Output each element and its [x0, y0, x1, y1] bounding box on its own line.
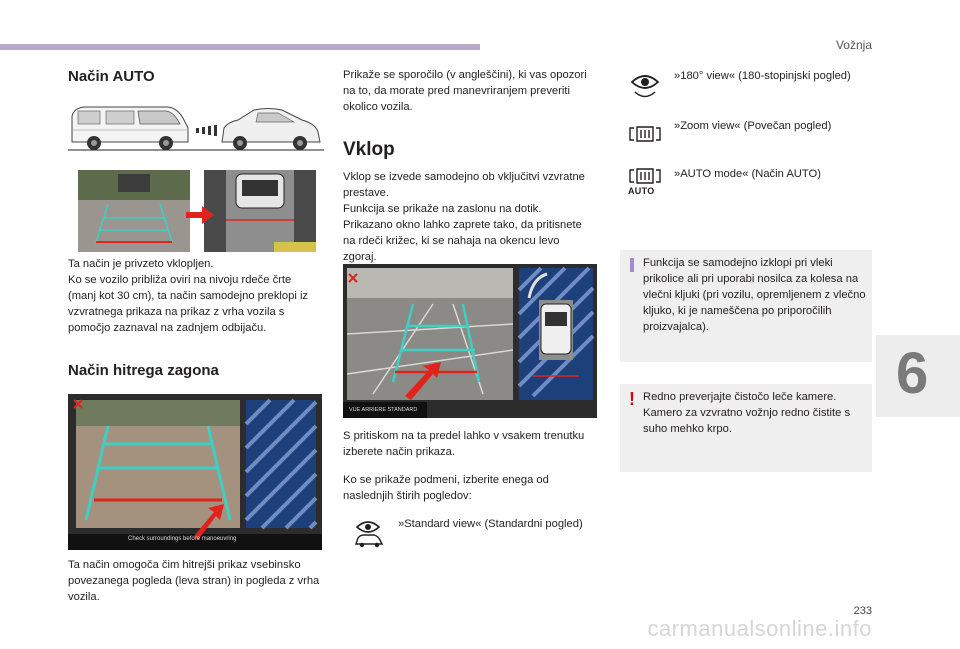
view-label-zoom: »Zoom view« (Povečan pogled)	[674, 120, 832, 132]
info-icon	[630, 258, 634, 272]
auto-mode-paragraph: Ko se vozilo približa oviri na nivoju rd…	[68, 274, 309, 334]
view-option-zoom: »Zoom view« (Povečan pogled)	[628, 118, 868, 154]
auto-mode-paragraph: Ta način je privzeto vklopljen.	[68, 258, 214, 270]
vehicle-approach-illustration	[68, 106, 324, 151]
auto-mode-text: Ta način je privzeto vklopljen. Ko se vo…	[68, 256, 320, 336]
chapter-number: 6	[896, 341, 929, 406]
header-accent-bar	[0, 44, 480, 50]
press-area-text: S pritiskom na ta predel lahko v vsakem …	[343, 430, 585, 458]
view-label-180: »180° view« (180-stopinjski pogled)	[674, 70, 851, 82]
quick-start-caption: Check surroundings before manoeuvring	[128, 536, 237, 542]
eye-car-icon	[630, 75, 660, 98]
view-option-180: »180° view« (180-stopinjski pogled)	[628, 68, 868, 104]
standard-view-option: »Standard view« (Standardni pogled)	[352, 516, 592, 552]
red-arrow-icon	[186, 206, 214, 224]
quick-start-heading: Način hitrega zagona	[68, 362, 219, 379]
quick-start-text: Ta način omogoča čim hitrejši prikaz vse…	[68, 559, 320, 603]
vklop-paragraph: Funkcija se prikaže na zaslonu na dotik.	[343, 203, 542, 215]
warning-icon: !	[629, 389, 635, 409]
chapter-title: Vožnja	[835, 38, 872, 52]
info-note: Funkcija se samodejno izklopi pri vleki …	[620, 250, 872, 362]
watermark: carmanualsonline.info	[647, 616, 872, 641]
eye-car-icon	[355, 521, 384, 548]
vklop-paragraph: Prikazano okno lahko zaprete tako, da pr…	[343, 219, 582, 263]
info-note-text: Funkcija se samodejno izklopi pri vleki …	[643, 257, 866, 333]
top-view-image	[204, 170, 316, 252]
warning-note: ! Redno preverjajte čistočo leče kamere.…	[620, 384, 872, 472]
intro-text: Prikaže se sporočilo (v angleščini), ki …	[343, 69, 587, 113]
vklop-text: Vklop se izvede samodejno ob vključitvi …	[343, 169, 595, 265]
view-label-auto: »AUTO mode« (Način AUTO)	[674, 168, 821, 180]
auto-mode-icon	[629, 168, 661, 184]
zoom-view-icon	[629, 126, 661, 142]
page-number: 233	[853, 605, 872, 617]
vklop-heading: Vklop	[343, 139, 395, 160]
chapter-tab: 6	[876, 335, 960, 417]
auto-icon-label: AUTO	[628, 186, 655, 196]
view-option-auto: AUTO »AUTO mode« (Način AUTO)	[628, 166, 868, 206]
camera-screen-image: VUE ARRIERE STANDARD	[343, 264, 597, 418]
standard-view-label: »Standard view« (Standardni pogled)	[398, 518, 583, 530]
rear-camera-image	[78, 170, 190, 252]
auto-mode-heading: Način AUTO	[68, 68, 155, 85]
submenu-text: Ko se prikaže podmeni, izberite enega od…	[343, 474, 549, 502]
warning-note-text: Redno preverjajte čistočo leče kamere. K…	[643, 391, 851, 435]
vklop-paragraph: Vklop se izvede samodejno ob vključitvi …	[343, 171, 585, 199]
camera-view-caption: VUE ARRIERE STANDARD	[349, 407, 418, 413]
quick-start-screen-image: Check surroundings before manoeuvring	[68, 394, 322, 550]
